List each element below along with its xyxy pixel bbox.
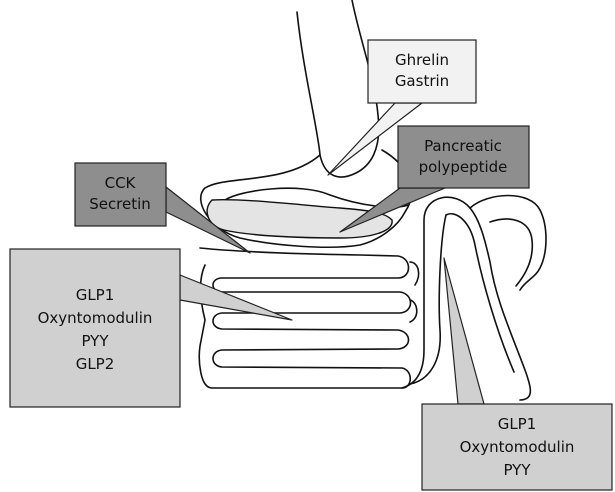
pancreas-label-line: polypeptide xyxy=(419,158,508,176)
small-intestine-label-box xyxy=(10,249,180,407)
colon-label-line: PYY xyxy=(503,461,531,479)
duodenum-label-line: CCK xyxy=(105,174,137,192)
small-intestine-callout: GLP1 Oxyntomodulin PYY GLP2 xyxy=(10,249,292,407)
colon-label-line: Oxyntomodulin xyxy=(460,438,575,456)
small-intestine-label-line: Oxyntomodulin xyxy=(38,309,153,327)
colon-label-line: GLP1 xyxy=(498,415,537,433)
stomach-label-line: Gastrin xyxy=(395,72,449,90)
pancreas-label-box xyxy=(398,126,529,188)
pancreas-label-line: Pancreatic xyxy=(424,137,502,155)
duodenum-label-line: Secretin xyxy=(89,195,151,213)
small-intestine-label-line: GLP2 xyxy=(76,355,115,373)
stomach-label-line: Ghrelin xyxy=(395,51,449,69)
small-intestine-outline xyxy=(199,248,418,388)
small-intestine-label-line: GLP1 xyxy=(76,286,115,304)
colon-callout: GLP1 Oxyntomodulin PYY xyxy=(422,258,612,490)
small-intestine-label-line: PYY xyxy=(81,332,109,350)
colon-callout-pointer xyxy=(444,258,484,404)
